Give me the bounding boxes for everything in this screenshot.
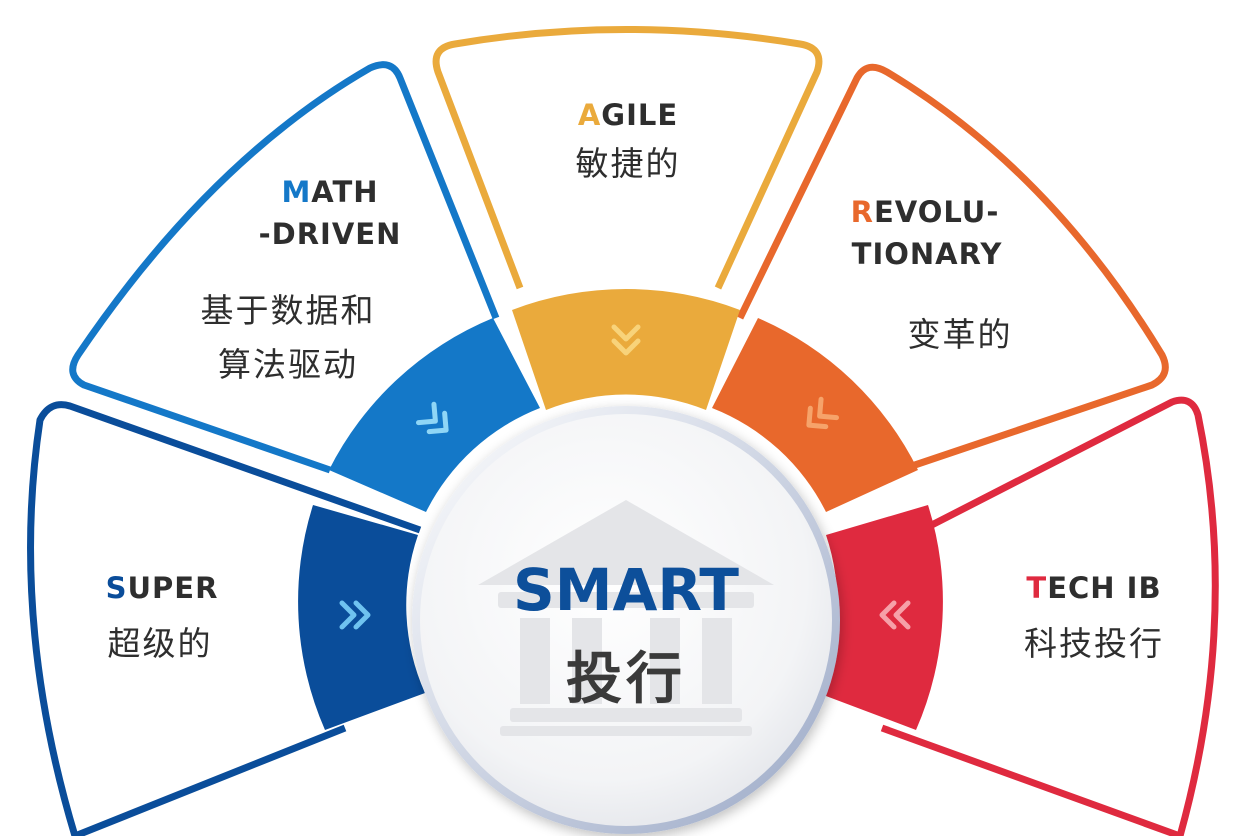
rest-agile: GILE bbox=[601, 98, 678, 132]
chevron-down-left-icon bbox=[806, 396, 840, 430]
ring-sector-revolutionary bbox=[712, 318, 918, 512]
petal-tech-ib bbox=[880, 396, 1219, 836]
initial-t: T bbox=[1026, 571, 1047, 605]
rest-rev: EVOLU- bbox=[874, 195, 999, 229]
rest-math: ATH bbox=[311, 175, 378, 209]
label-rev-cn: 变革的 bbox=[908, 315, 1013, 354]
petal-agile bbox=[432, 26, 823, 290]
label-super-cn: 超级的 bbox=[108, 624, 213, 663]
initial-a: A bbox=[578, 98, 601, 132]
label-agile-cn: 敏捷的 bbox=[576, 144, 681, 183]
bank-building-icon bbox=[478, 500, 774, 736]
label-math-en-1: MATH bbox=[281, 175, 378, 209]
rest-super: UPER bbox=[127, 571, 218, 605]
ring-sector-super bbox=[298, 505, 425, 730]
label-agile-en: AGILE bbox=[578, 98, 678, 132]
inner-ring bbox=[298, 289, 943, 730]
label-super: SUPER 超级的 bbox=[106, 571, 219, 663]
chevron-down-icon bbox=[611, 324, 641, 356]
initial-s: S bbox=[106, 571, 128, 605]
label-rev-en-1: REVOLU- bbox=[851, 195, 1000, 229]
initial-r: R bbox=[851, 195, 874, 229]
chevron-left-icon bbox=[879, 600, 911, 630]
label-revolutionary: REVOLU- TIONARY 变革的 bbox=[851, 195, 1013, 354]
label-math-driven: MATH -DRIVEN 基于数据和 算法驱动 bbox=[201, 175, 402, 384]
label-math-cn-1: 基于数据和 bbox=[201, 291, 376, 330]
chevron-down-right-icon bbox=[415, 401, 449, 435]
chevron-right-icon bbox=[339, 600, 371, 630]
ring-sector-tech bbox=[818, 505, 943, 730]
center-title-cn: 投行 bbox=[566, 647, 686, 712]
label-rev-en-2: TIONARY bbox=[852, 237, 1003, 271]
label-math-en-2: -DRIVEN bbox=[259, 217, 402, 251]
initial-m: M bbox=[281, 175, 311, 209]
label-tech-en: TECH IB bbox=[1026, 571, 1161, 605]
rest-tech: ECH IB bbox=[1047, 571, 1161, 605]
label-super-en: SUPER bbox=[106, 571, 219, 605]
chevron-arrows bbox=[339, 324, 911, 630]
label-math-cn-2: 算法驱动 bbox=[218, 345, 358, 384]
outer-petals bbox=[27, 26, 1219, 836]
label-tech-ib: TECH IB 科技投行 bbox=[1024, 571, 1164, 663]
label-agile: AGILE 敏捷的 bbox=[576, 98, 681, 183]
petal-math-driven bbox=[69, 61, 500, 474]
label-tech-cn: 科技投行 bbox=[1024, 624, 1164, 663]
petal-revolutionary bbox=[736, 63, 1169, 474]
center-title-en: SMART bbox=[513, 556, 739, 624]
